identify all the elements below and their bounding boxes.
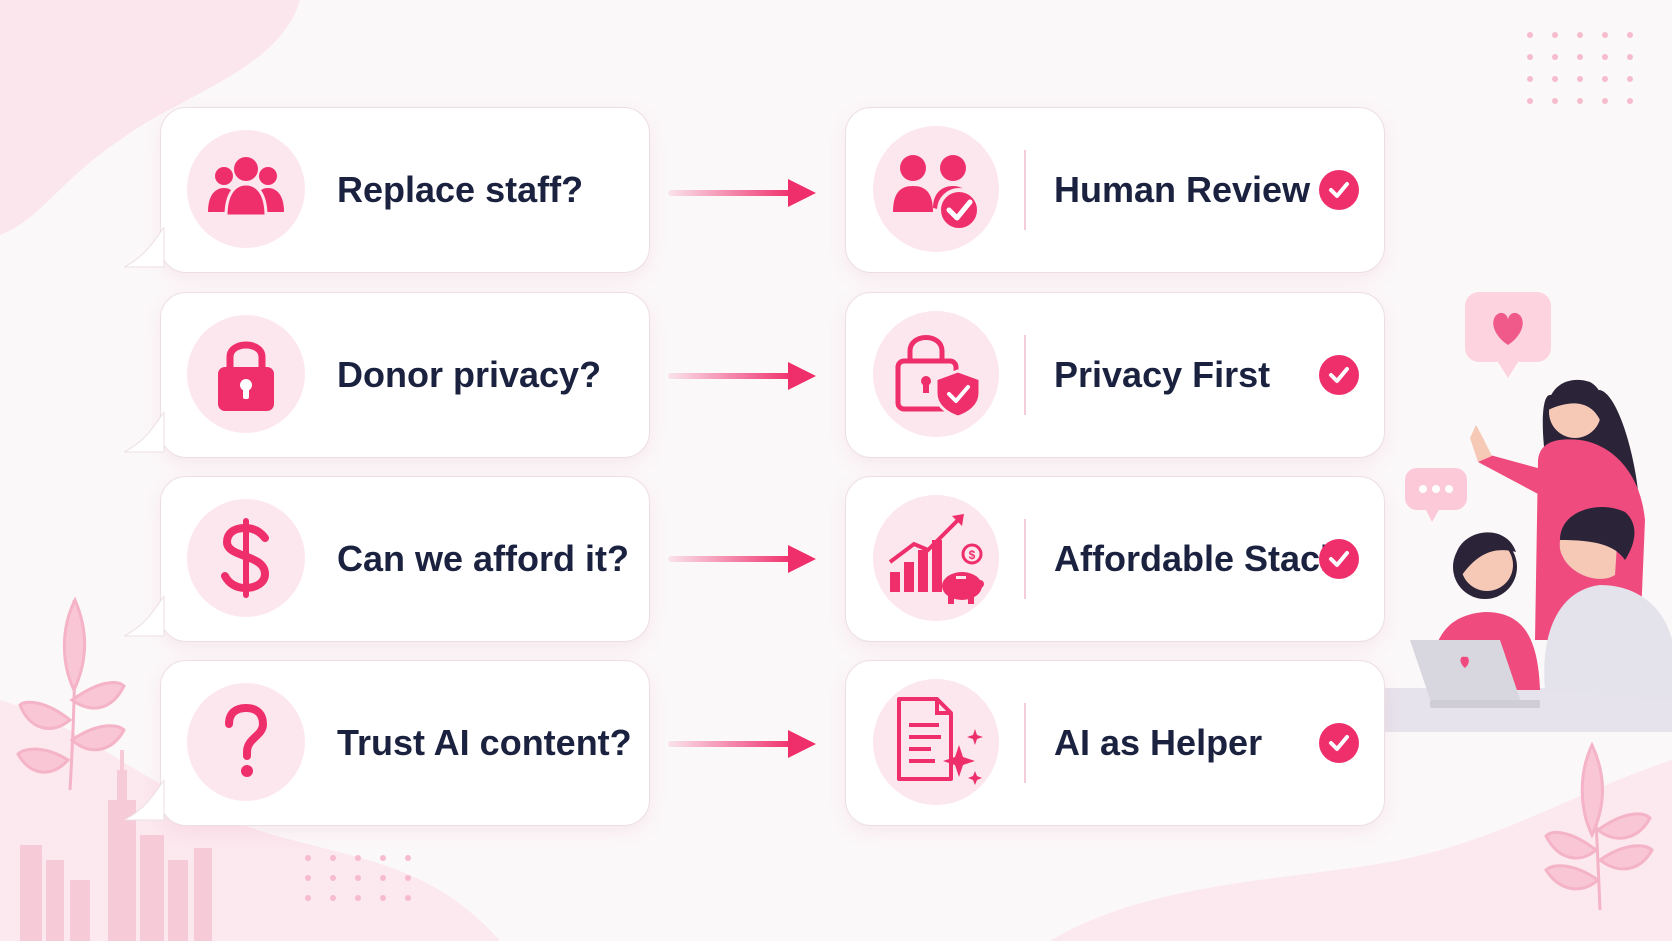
question-mark-icon <box>225 704 268 777</box>
arrow-right-icon <box>668 362 816 390</box>
question-text: Replace staff? <box>337 169 584 210</box>
answer-icon-circle <box>873 126 999 252</box>
lock-shield-icon <box>895 335 982 419</box>
question-text: Trust AI content? <box>337 722 632 763</box>
question-bubble: Replace staff? <box>124 107 650 273</box>
bubble-tail <box>124 780 165 821</box>
divider <box>1024 335 1026 415</box>
check-icon <box>1319 170 1359 210</box>
plant-right <box>1544 741 1654 911</box>
question-icon-circle <box>187 499 305 617</box>
answer-icon-circle <box>873 679 999 805</box>
answer-text: Human Review <box>1054 169 1311 210</box>
dollar-icon <box>221 518 270 598</box>
check-icon <box>1319 723 1359 763</box>
plant-left <box>16 596 126 791</box>
answer-card: Human Review <box>845 107 1385 273</box>
answer-icon-circle: $ <box>873 495 999 621</box>
arrow-right-icon <box>668 730 816 758</box>
padlock-icon <box>218 341 274 411</box>
arrow-right-icon <box>668 179 816 207</box>
chat-bubble-icon <box>1405 468 1467 522</box>
bubble-tail <box>124 412 165 453</box>
divider <box>1024 703 1026 783</box>
question-icon-circle <box>187 130 305 248</box>
check-icon <box>1319 539 1359 579</box>
divider <box>1024 150 1026 230</box>
svg-text:$: $ <box>969 548 976 562</box>
question-bubble: Donor privacy? <box>124 292 650 458</box>
question-icon-circle <box>187 683 305 801</box>
answer-text: Privacy First <box>1054 354 1271 395</box>
answer-text: Affordable Stack <box>1054 538 1341 579</box>
group-icon <box>208 157 284 218</box>
growth-chart-piggy-bank-icon: $ <box>888 514 984 604</box>
heart-bubble-icon <box>1465 292 1551 378</box>
answer-card: AI as Helper <box>845 660 1385 826</box>
answer-text: AI as Helper <box>1054 722 1263 763</box>
answer-card: Privacy First <box>845 292 1385 458</box>
question-bubble: Trust AI content? <box>124 660 650 826</box>
arrow-right-icon <box>668 545 816 573</box>
bubble-tail <box>124 227 165 268</box>
question-text: Donor privacy? <box>337 354 602 395</box>
check-icon <box>1319 355 1359 395</box>
users-check-icon <box>893 155 981 232</box>
bubble-tail <box>124 596 165 637</box>
question-icon-circle <box>187 315 305 433</box>
divider <box>1024 519 1026 599</box>
question-text: Can we afford it? <box>337 538 630 579</box>
question-bubble: Can we afford it? <box>124 476 650 642</box>
answer-icon-circle <box>873 311 999 437</box>
document-sparkle-icon <box>897 697 983 785</box>
answer-card: $ Affordable Stack <box>845 476 1385 642</box>
